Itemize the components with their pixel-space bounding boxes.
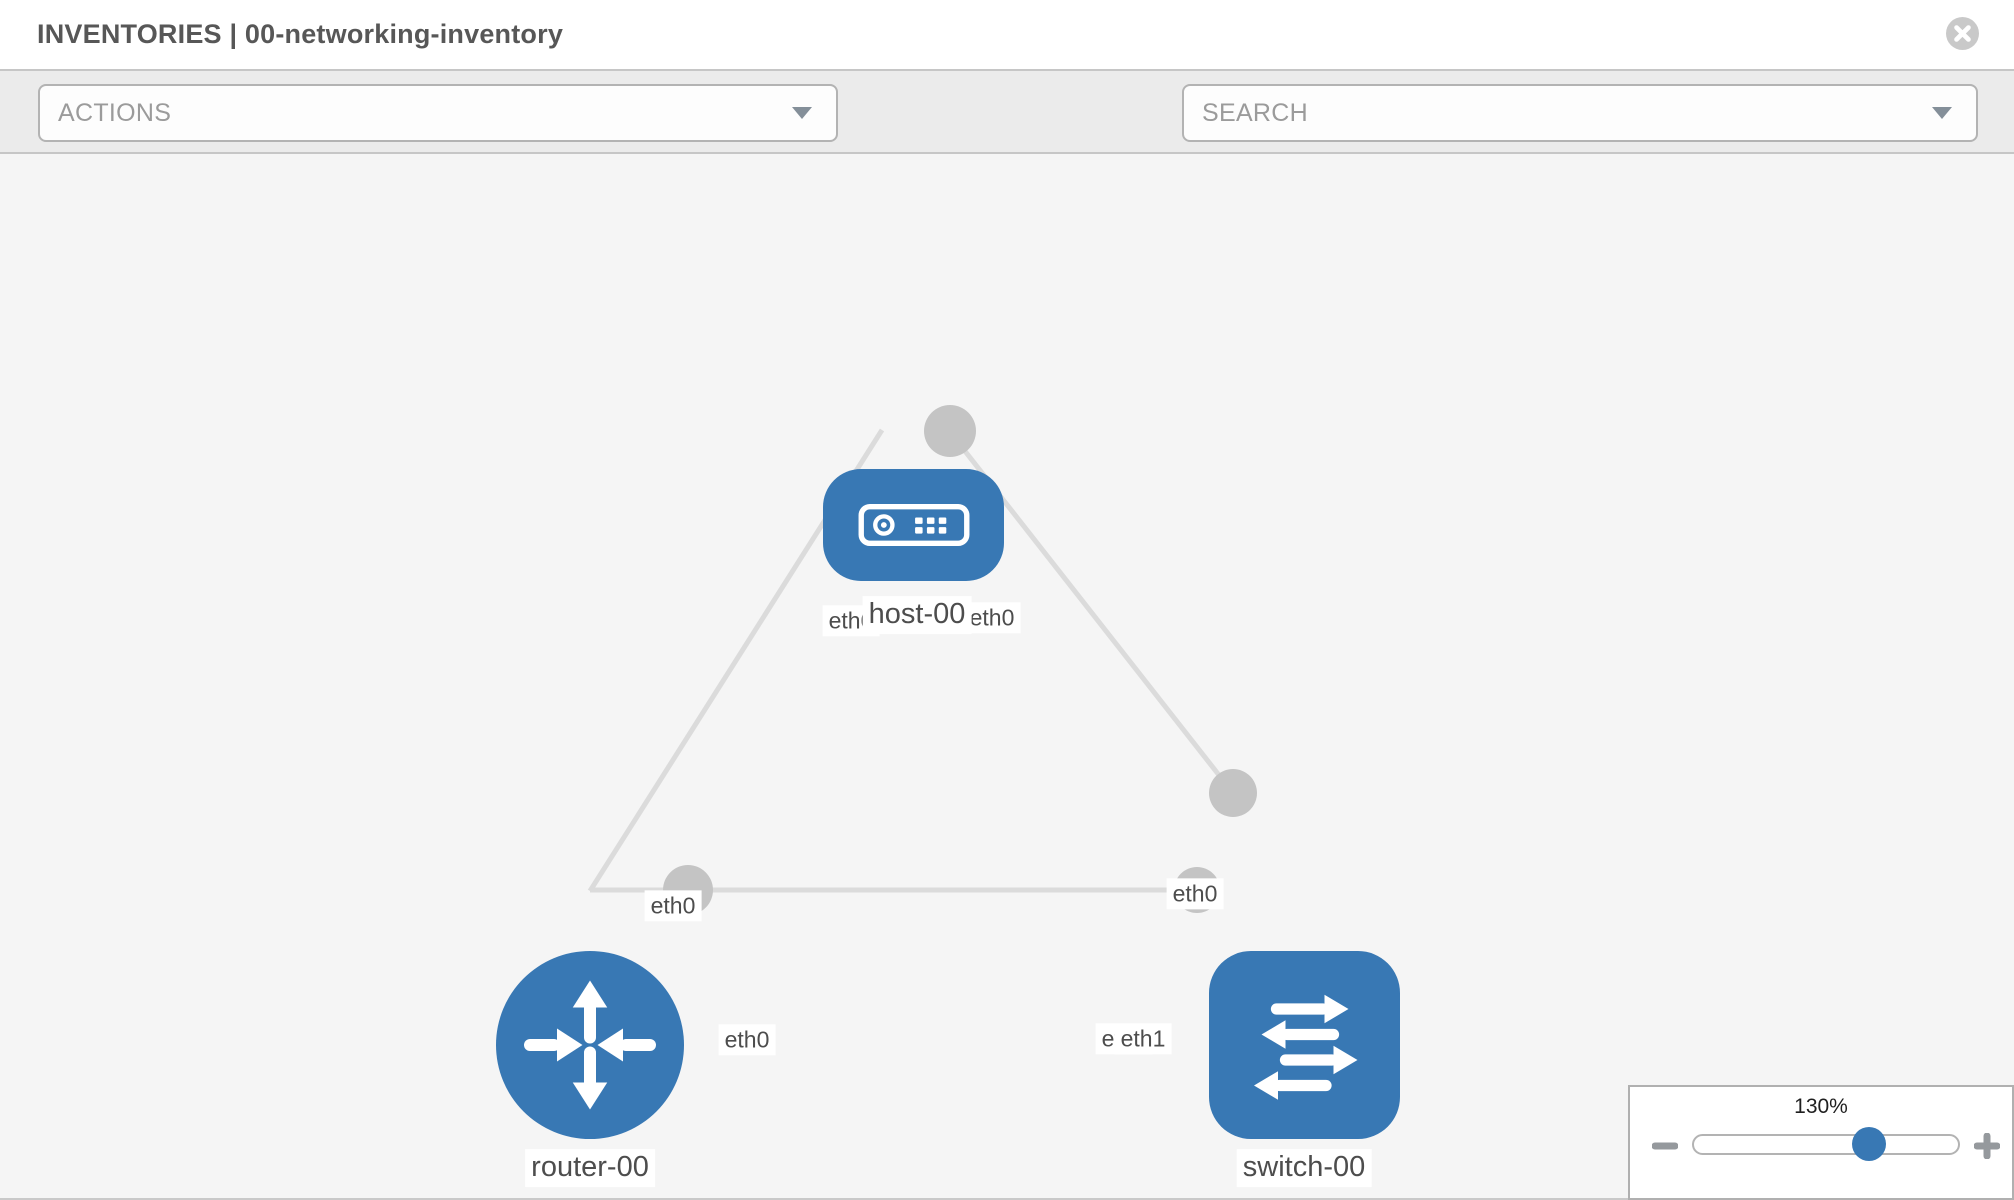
search-dropdown[interactable]: SEARCH (1182, 84, 1978, 142)
node-host-00[interactable] (823, 469, 1004, 581)
actions-dropdown-label: ACTIONS (58, 98, 172, 127)
zoom-slider-track[interactable] (1692, 1127, 1960, 1161)
interface-label: eth0 (718, 1024, 776, 1056)
node-switch-00[interactable] (1209, 951, 1400, 1139)
toolbar: ACTIONS SEARCH (0, 71, 2014, 203)
zoom-out-button[interactable] (1650, 1131, 1680, 1161)
node-label-host-00: host-00 (862, 596, 972, 634)
interface-label: eth0 (1166, 878, 1224, 910)
router-icon (524, 980, 656, 1110)
interface-label: eth1 (1114, 1023, 1172, 1055)
port-connector (1209, 769, 1257, 817)
port-connector (924, 405, 976, 457)
zoom-panel: 130% (1628, 1085, 2014, 1200)
topology-canvas[interactable]: host-00 router-00 switch-00 eth0 eth0 et… (0, 154, 2014, 1200)
host-icon (858, 504, 969, 546)
search-placeholder: SEARCH (1202, 98, 1308, 127)
interface-label: eth0 (963, 602, 1021, 634)
plus-icon (1974, 1133, 2000, 1159)
page-title: INVENTORIES | 00-networking-inventory (37, 19, 564, 49)
node-label-switch-00: switch-00 (1236, 1149, 1372, 1187)
close-icon (1954, 25, 1971, 42)
minus-icon (1652, 1142, 1678, 1150)
zoom-slider-thumb[interactable] (1852, 1127, 1886, 1161)
node-label-router-00: router-00 (525, 1149, 655, 1187)
interface-label: eth0 (644, 890, 702, 922)
node-router-00[interactable] (496, 951, 684, 1139)
zoom-level-value: 130% (1794, 1095, 1848, 1118)
header: INVENTORIES | 00-networking-inventory (0, 0, 2014, 71)
chevron-down-icon (792, 107, 812, 119)
switch-icon (1253, 994, 1357, 1100)
chevron-down-icon (1932, 107, 1952, 119)
zoom-in-button[interactable] (1972, 1131, 2002, 1161)
actions-dropdown[interactable]: ACTIONS (38, 84, 838, 142)
close-button[interactable] (1946, 17, 1979, 50)
